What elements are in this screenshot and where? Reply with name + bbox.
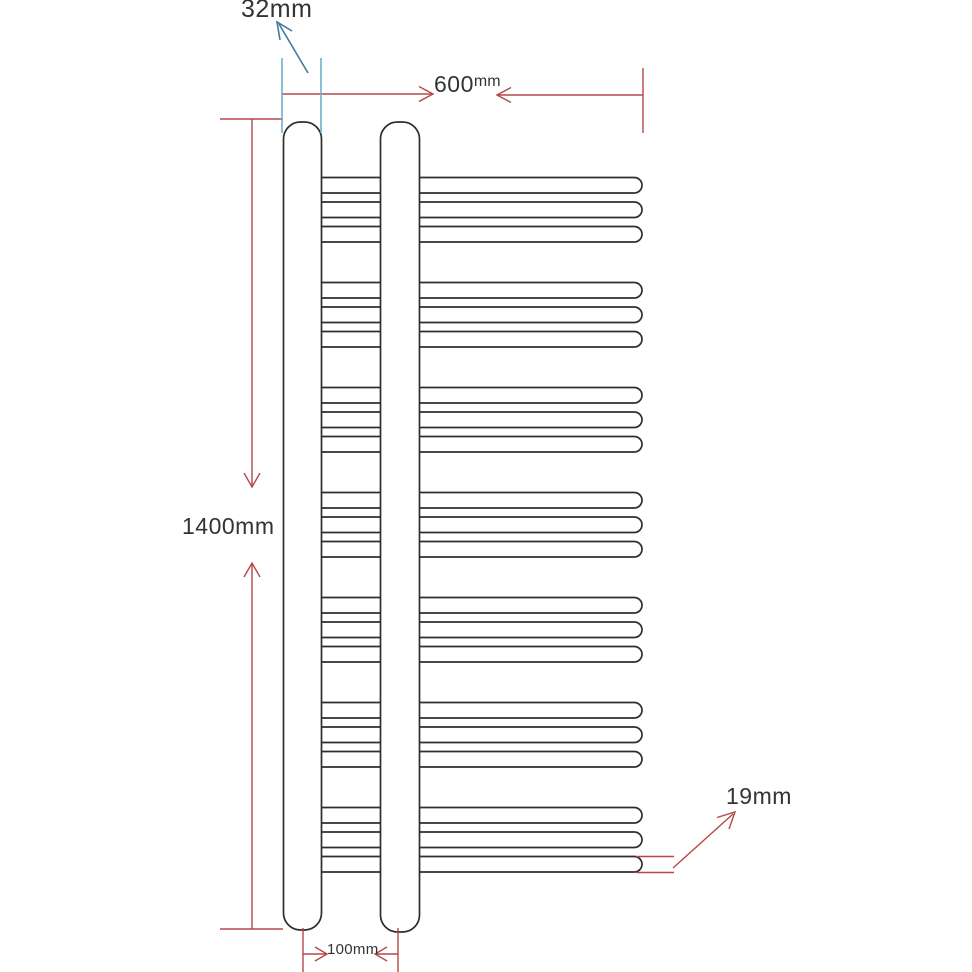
towel-rung [307, 596, 643, 614]
width-unit: mm [473, 73, 501, 90]
towel-rail-rungs [307, 176, 643, 873]
towel-rung [307, 726, 643, 744]
arrowhead-right-icon [418, 85, 435, 103]
right-vertical-tube [379, 121, 421, 933]
towel-rung [307, 201, 643, 219]
towel-rung [307, 435, 643, 453]
dimension-label-width: 600mm [434, 70, 501, 96]
arrowhead-up-icon [243, 561, 261, 578]
dimension-600mm [282, 68, 644, 133]
callout-19mm [636, 810, 737, 874]
callout-32mm [275, 20, 322, 133]
dimension-100mm [302, 928, 399, 972]
towel-rung [307, 701, 643, 719]
towel-rung [307, 806, 643, 824]
arrowhead-left-icon [373, 946, 388, 962]
towel-rung [307, 855, 643, 873]
towel-rung [307, 306, 643, 324]
dimension-label-tube-spacing: 100mm [327, 941, 379, 958]
towel-rung [307, 411, 643, 429]
towel-rung [307, 540, 643, 558]
dimension-label-height: 1400mm [182, 513, 275, 539]
towel-rung [307, 176, 643, 194]
towel-rung [307, 645, 643, 663]
arrowhead-right-icon [314, 946, 329, 962]
towel-rung [307, 386, 643, 404]
arrowhead-upleft-icon [275, 20, 293, 41]
arrowhead-left-icon [495, 86, 512, 104]
width-value: 600 [434, 71, 474, 97]
towel-rung [307, 621, 643, 639]
arrowhead-upright-icon [716, 810, 737, 830]
towel-rung [307, 491, 643, 509]
left-vertical-tube [282, 121, 323, 931]
towel-rung [307, 281, 643, 299]
towel-rung [307, 750, 643, 768]
towel-rung [307, 516, 643, 534]
towel-rung [307, 330, 643, 348]
dimension-label-tube-diameter: 32mm [241, 0, 313, 23]
dimension-1400mm [220, 118, 283, 930]
towel-rung [307, 225, 643, 243]
arrowhead-down-icon [243, 472, 261, 489]
towel-rung [307, 831, 643, 849]
dimension-label-rung-diameter: 19mm [726, 783, 792, 809]
